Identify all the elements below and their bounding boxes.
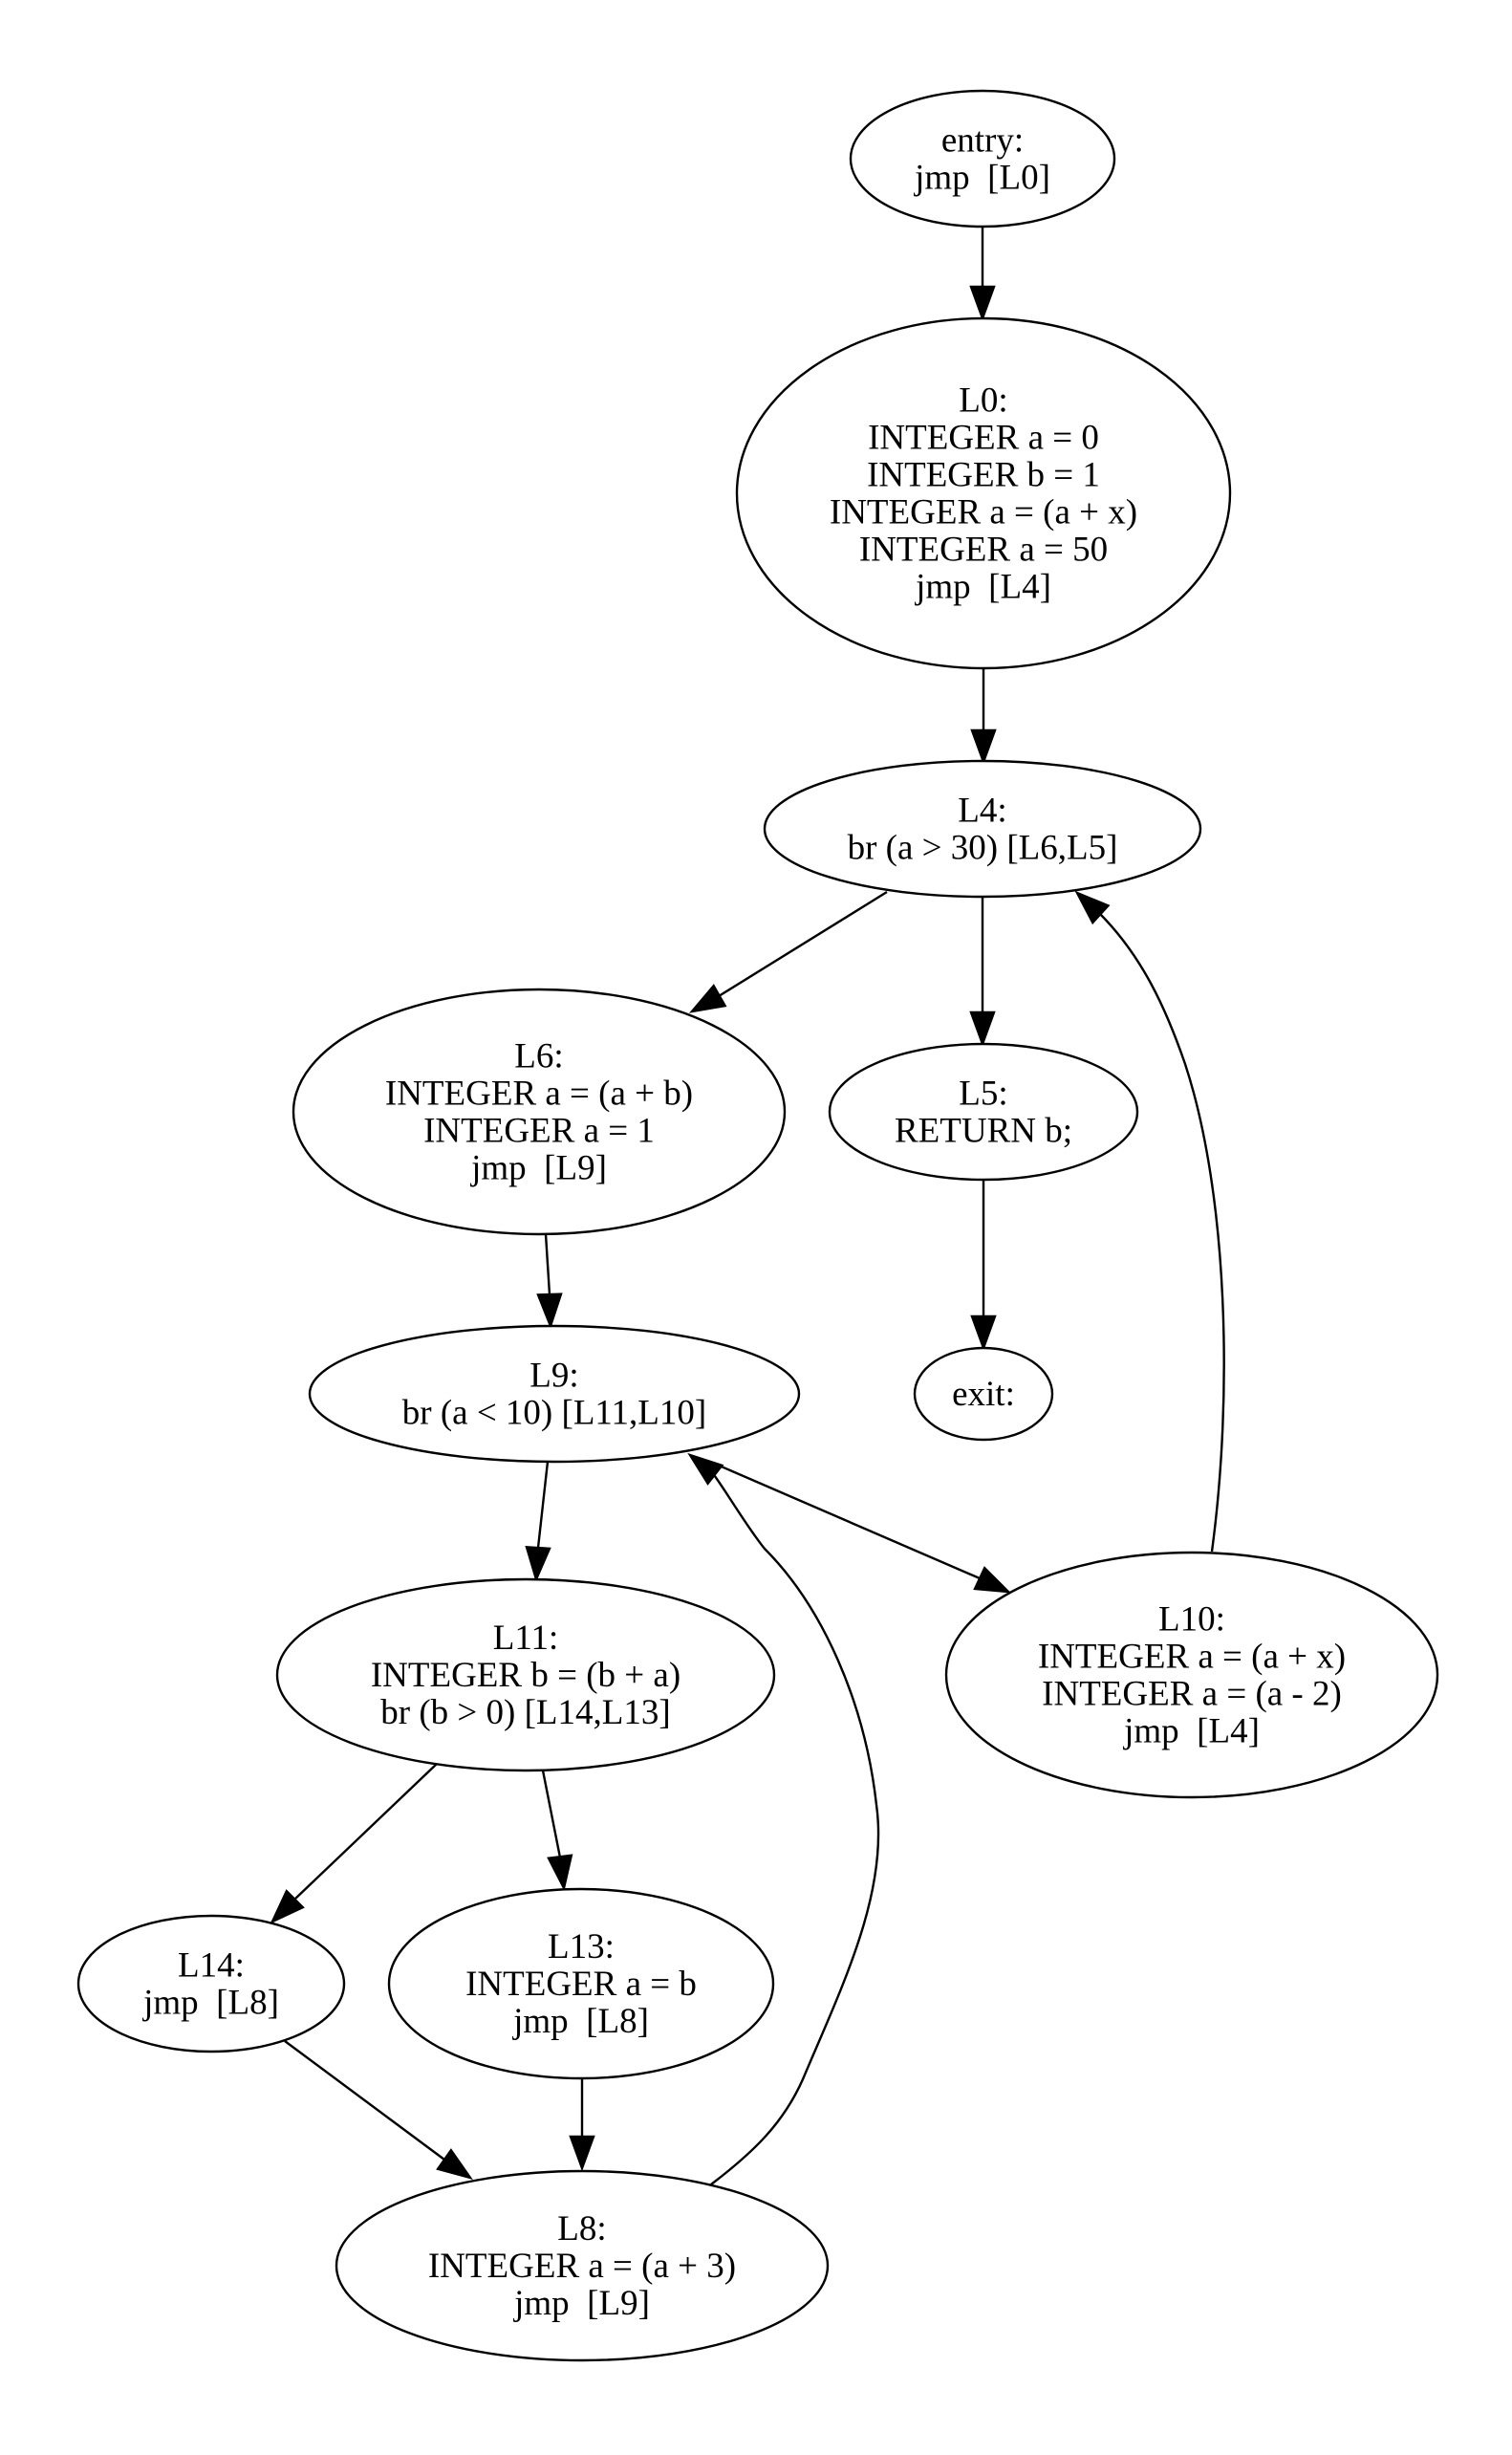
node-label: L10:	[1158, 1600, 1225, 1640]
edge-l14-to-l8	[284, 2040, 473, 2181]
node-label: entry:	[941, 121, 1024, 161]
node-l10: L10:INTEGER a = (a + x)INTEGER a = (a - …	[944, 1551, 1439, 1799]
edge-line	[716, 1463, 981, 1580]
node-instruction: jmp [L9]	[469, 1149, 607, 1188]
node-label: L11:	[493, 1619, 559, 1658]
node-instruction: INTEGER a = (a - 2)	[1042, 1675, 1342, 1714]
arrowhead-icon	[688, 984, 727, 1013]
node-ellipse	[763, 759, 1202, 899]
edge-l10-to-l4	[1074, 890, 1225, 1553]
edge-l13-to-l8	[569, 2079, 595, 2172]
node-instruction: INTEGER a = (a + x)	[830, 493, 1137, 532]
node-ellipse	[735, 316, 1232, 670]
node-instruction: INTEGER a = 1	[423, 1112, 655, 1151]
edge-l5-to-exit	[970, 1180, 997, 1352]
arrowhead-icon	[969, 285, 996, 322]
arrowhead-icon	[969, 1010, 996, 1048]
node-instruction: INTEGER a = (a + b)	[385, 1075, 693, 1114]
node-l4: L4:br (a > 30) [L6,L5]	[763, 759, 1202, 899]
node-instruction: INTEGER a = 50	[859, 531, 1108, 570]
arrowhead-icon	[525, 1546, 551, 1583]
node-label: L13:	[548, 1927, 615, 1966]
arrowhead-icon	[1074, 890, 1111, 925]
arrowhead-icon	[973, 1566, 1012, 1594]
arrowhead-icon	[436, 2148, 473, 2181]
node-ellipse	[849, 89, 1116, 228]
node-ellipse	[275, 1577, 776, 1772]
edge-l11-to-l13	[541, 1770, 573, 1892]
node-instruction: jmp [L8]	[511, 2002, 649, 2041]
edge-l4-to-l6	[688, 890, 888, 1013]
arrowhead-icon	[547, 1854, 573, 1892]
node-entry: entry:jmp [L0]	[849, 89, 1116, 228]
node-instruction: jmp [L4]	[1122, 1712, 1260, 1751]
node-instruction: jmp [L8]	[141, 1984, 279, 2023]
node-instruction: br (b > 0) [L14,L13]	[380, 1693, 670, 1732]
edge-l4-to-l5	[969, 897, 996, 1048]
node-l8: L8:INTEGER a = (a + 3)jmp [L9]	[335, 2169, 830, 2362]
node-l11: L11:INTEGER b = (b + a)br (b > 0) [L14,L…	[275, 1577, 776, 1772]
node-exit: exit:	[913, 1346, 1054, 1442]
node-instruction: jmp [L9]	[512, 2284, 650, 2323]
node-label: exit:	[952, 1375, 1015, 1414]
edge-line	[536, 1461, 550, 1549]
node-label: L0:	[959, 381, 1007, 421]
edge-l8-to-l9	[687, 1452, 880, 2185]
node-l14: L14:jmp [L8]	[76, 1914, 346, 2053]
edge-entry-to-l0	[969, 227, 996, 322]
node-label: L14:	[178, 1946, 245, 1986]
edge-l6-to-l9	[536, 1233, 563, 1330]
edge-l0-to-l4	[970, 668, 997, 766]
node-instruction: INTEGER a = (a + x)	[1038, 1638, 1346, 1677]
edge-line	[544, 1233, 551, 1295]
arrowhead-icon	[970, 728, 997, 766]
node-ellipse	[828, 1042, 1139, 1182]
node-instruction: INTEGER a = 0	[868, 419, 1099, 458]
node-ellipse	[387, 1887, 775, 2080]
node-instruction: br (a < 10) [L11,L10]	[402, 1394, 706, 1433]
arrowhead-icon	[536, 1293, 563, 1330]
node-instruction: jmp [L0]	[913, 159, 1050, 198]
node-instruction: RETURN b;	[895, 1112, 1072, 1151]
node-l9: L9:br (a < 10) [L11,L10]	[308, 1324, 801, 1464]
node-label: L8:	[557, 2209, 606, 2249]
edge-line	[1098, 912, 1225, 1553]
edge-l11-to-l14	[270, 1763, 438, 1924]
node-l5: L5:RETURN b;	[828, 1042, 1139, 1182]
node-instruction: INTEGER b = 1	[867, 456, 1100, 495]
arrowhead-icon	[270, 1889, 305, 1924]
arrowhead-icon	[569, 2135, 595, 2172]
edge-l9-to-l10	[716, 1463, 1012, 1594]
edge-line	[718, 890, 888, 998]
node-ellipse	[913, 1346, 1054, 1442]
edge-line	[710, 1471, 880, 2185]
node-label: L5:	[959, 1075, 1007, 1114]
arrowhead-icon	[687, 1452, 724, 1486]
node-ellipse	[292, 988, 787, 1236]
node-instruction: br (a > 30) [L6,L5]	[848, 829, 1118, 868]
node-label: L9:	[529, 1357, 578, 1396]
node-instruction: INTEGER a = b	[465, 1965, 697, 2004]
node-ellipse	[944, 1551, 1439, 1799]
edges-layer	[270, 227, 1225, 2185]
node-ellipse	[76, 1914, 346, 2053]
node-ellipse	[308, 1324, 801, 1464]
node-ellipse	[335, 2169, 830, 2362]
node-label: L6:	[514, 1037, 563, 1076]
edge-line	[284, 2040, 445, 2161]
node-instruction: INTEGER a = (a + 3)	[428, 2247, 736, 2286]
edge-line	[541, 1770, 562, 1858]
arrowhead-icon	[970, 1314, 997, 1352]
node-label: L4:	[958, 792, 1006, 831]
edge-l9-to-l11	[525, 1461, 551, 1583]
node-instruction: jmp [L4]	[914, 568, 1051, 607]
node-instruction: INTEGER b = (b + a)	[371, 1656, 680, 1695]
edge-line	[293, 1763, 438, 1901]
